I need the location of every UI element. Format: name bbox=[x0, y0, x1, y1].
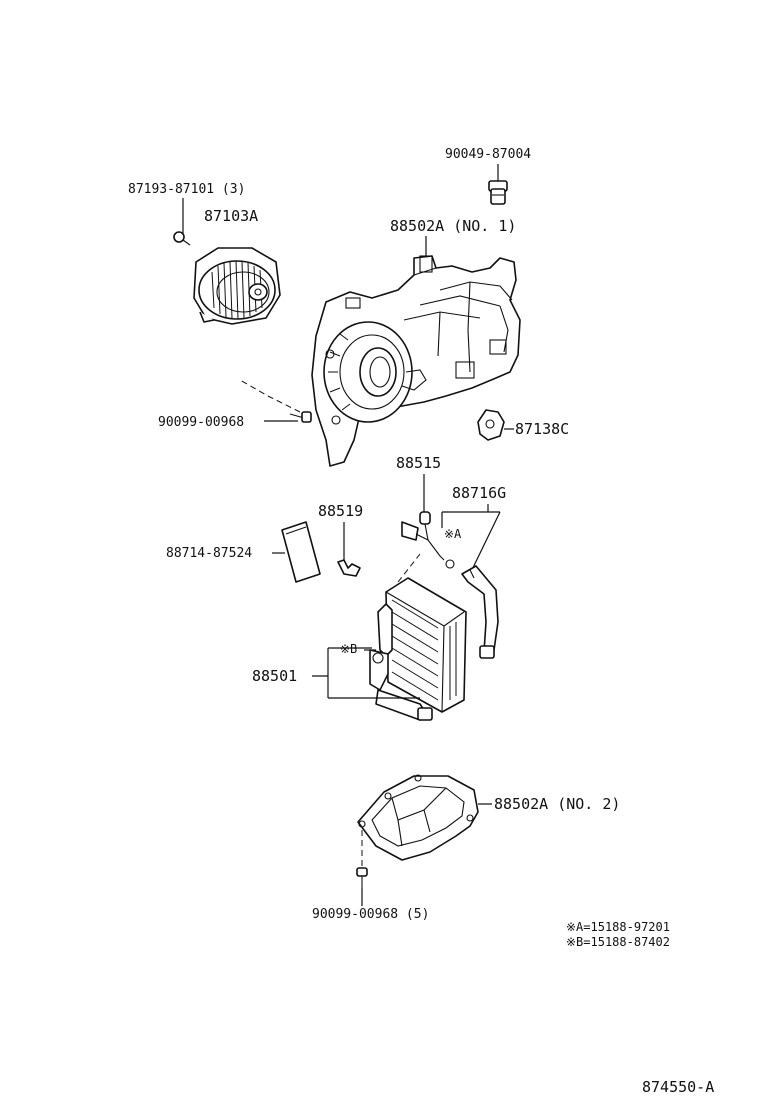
label-88519: 88519 bbox=[318, 502, 363, 520]
clip-87138C bbox=[477, 409, 505, 441]
thermistor-88515 bbox=[401, 511, 455, 569]
clamp-88519 bbox=[337, 559, 361, 577]
filter-88714-87524 bbox=[281, 521, 321, 583]
label-88716G: 88716G bbox=[452, 484, 506, 502]
label-88502A-no2: 88502A (NO. 2) bbox=[494, 795, 620, 813]
dashed-guide-evaporator bbox=[397, 553, 421, 583]
label-88515: 88515 bbox=[396, 454, 441, 472]
label-90099-00968: 90099-00968 bbox=[158, 415, 244, 430]
note-A: ※A=15188-97201 bbox=[566, 920, 670, 934]
lower-case-88502A-no2 bbox=[357, 774, 479, 861]
label-87103A: 87103A bbox=[204, 207, 258, 225]
mark-B: ※B bbox=[340, 642, 357, 656]
blower-motor-87103A bbox=[193, 247, 281, 325]
label-88714-87524: 88714-87524 bbox=[166, 546, 252, 561]
mark-A: ※A bbox=[444, 527, 462, 541]
leader-88716G bbox=[441, 504, 501, 579]
note-B: ※B=15188-87402 bbox=[566, 935, 670, 949]
leader-88501 bbox=[312, 647, 420, 699]
drawing-number: 874550-A bbox=[642, 1078, 714, 1096]
screw-90099-00968-x5 bbox=[356, 867, 368, 888]
unit-case-88502A-no1 bbox=[311, 255, 521, 467]
label-90099-00968-x5: 90099-00968 (5) bbox=[312, 907, 429, 922]
hose-88716G bbox=[461, 565, 499, 659]
screw-87193-87101 bbox=[173, 231, 191, 246]
screw-90099-00968 bbox=[289, 411, 312, 423]
label-87193-87101: 87193-87101 (3) bbox=[128, 182, 245, 197]
label-88501: 88501 bbox=[252, 667, 297, 685]
label-87138C: 87138C bbox=[515, 420, 569, 438]
label-88502A-no1: 88502A (NO. 1) bbox=[390, 217, 516, 235]
dashed-guide-motor bbox=[239, 379, 301, 413]
plug-90049-87004 bbox=[488, 180, 508, 205]
label-90049-87004: 90049-87004 bbox=[445, 147, 531, 162]
evaporator-88501 bbox=[369, 577, 467, 721]
